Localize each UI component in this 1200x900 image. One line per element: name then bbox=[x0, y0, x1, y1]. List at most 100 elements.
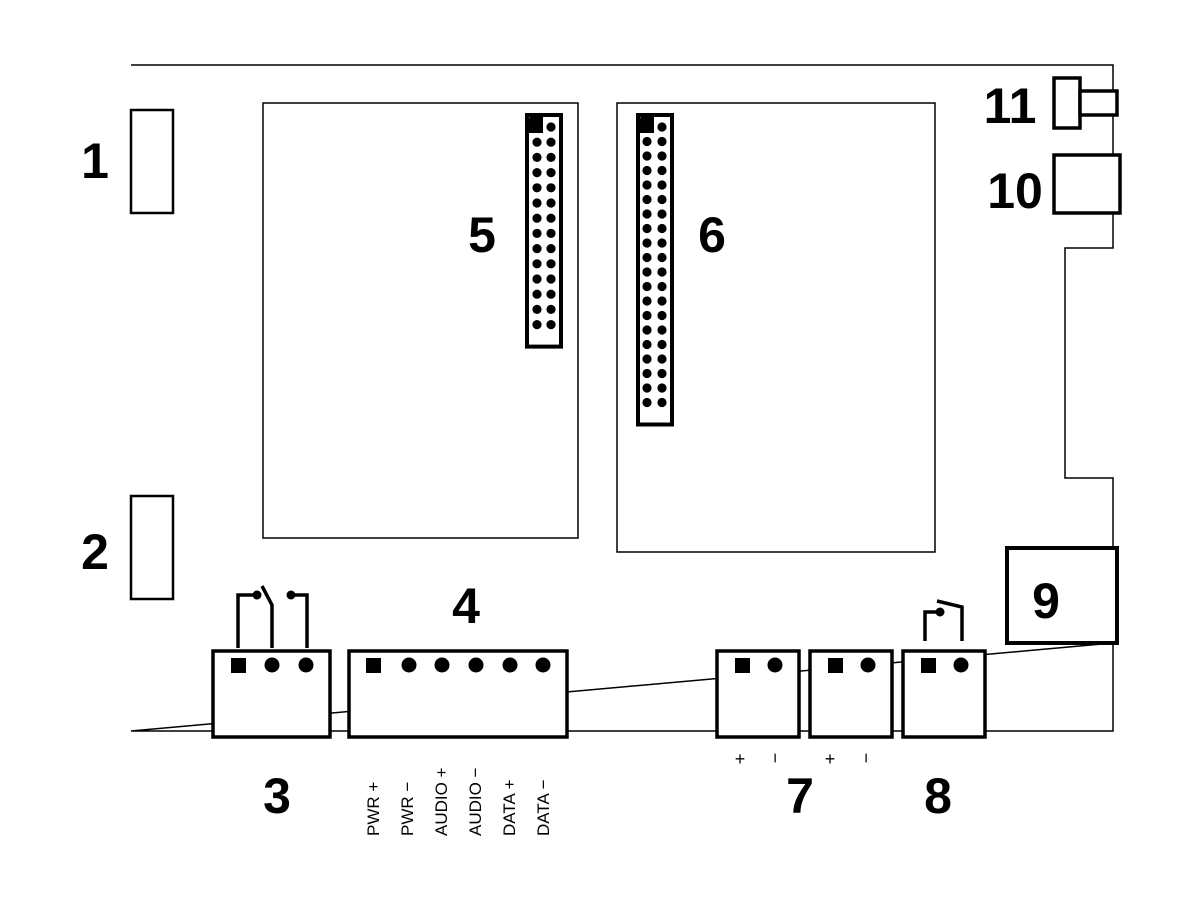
sign-7b-minus: − bbox=[856, 753, 876, 764]
callout-9: 9 bbox=[1032, 573, 1060, 629]
pin-1-marker bbox=[527, 115, 543, 133]
header-pin bbox=[546, 244, 556, 254]
header-pin bbox=[657, 296, 667, 306]
header-pin bbox=[546, 198, 556, 208]
header-pin bbox=[546, 228, 556, 238]
header-pin bbox=[532, 198, 542, 208]
header-pin bbox=[532, 213, 542, 223]
header-pin bbox=[532, 152, 542, 162]
header-pin bbox=[642, 252, 652, 263]
pin-1-marker bbox=[638, 115, 654, 133]
relay-symbol-8 bbox=[923, 599, 964, 641]
header-pin bbox=[642, 180, 652, 190]
pin-1-square bbox=[366, 658, 381, 673]
header-pin bbox=[546, 289, 556, 299]
connector-7b bbox=[808, 649, 894, 739]
header-pin bbox=[642, 238, 652, 248]
header-pin bbox=[657, 151, 667, 161]
header-pin bbox=[546, 152, 556, 162]
header-pin bbox=[657, 383, 667, 393]
header-pin bbox=[532, 289, 542, 299]
module-board-left bbox=[262, 102, 579, 539]
header-pin bbox=[657, 339, 667, 350]
header-pin bbox=[642, 194, 652, 205]
switch-11-lever bbox=[1078, 89, 1119, 117]
header-pin bbox=[532, 259, 542, 269]
connector-3 bbox=[211, 649, 332, 739]
header-pin bbox=[546, 168, 556, 178]
header-pin bbox=[642, 165, 652, 176]
pin-label-pwr-plus: PWR + bbox=[364, 782, 383, 836]
header-pin bbox=[657, 267, 667, 277]
header-pin bbox=[546, 122, 556, 132]
component-9 bbox=[1005, 546, 1119, 645]
header-pin bbox=[532, 168, 542, 178]
header-pin bbox=[642, 296, 652, 306]
pin-header-5 bbox=[525, 113, 563, 349]
header-pin bbox=[546, 304, 556, 314]
header-pin bbox=[546, 183, 556, 193]
header-pin bbox=[657, 325, 667, 335]
pin bbox=[535, 657, 551, 673]
connector-4-pin-labels: PWR + PWR − AUDIO + AUDIO − DATA + DATA … bbox=[364, 767, 553, 836]
header-pin bbox=[532, 183, 542, 193]
connector-2 bbox=[129, 494, 175, 601]
callout-7: 7 bbox=[786, 768, 814, 824]
header-pin bbox=[657, 368, 667, 379]
callout-5: 5 bbox=[468, 207, 496, 263]
header-pin bbox=[642, 368, 652, 379]
callout-2: 2 bbox=[81, 524, 109, 580]
header-pin bbox=[546, 320, 556, 330]
relay-symbol-3 bbox=[236, 585, 309, 648]
pin bbox=[502, 657, 518, 673]
pin bbox=[264, 657, 280, 673]
header-pin bbox=[642, 383, 652, 393]
sign-7b-plus: + bbox=[825, 749, 836, 769]
header-pin bbox=[642, 339, 652, 350]
pin bbox=[468, 657, 484, 673]
connector-4 bbox=[347, 649, 569, 739]
header-pin bbox=[657, 209, 667, 219]
header-pin bbox=[532, 320, 542, 330]
header-pin bbox=[532, 137, 542, 147]
sign-7a-plus: + bbox=[735, 749, 746, 769]
header-pin bbox=[657, 223, 667, 234]
callout-6: 6 bbox=[698, 207, 726, 263]
header-pin bbox=[642, 136, 652, 147]
switch-11-body bbox=[1052, 76, 1082, 130]
header-pin bbox=[532, 228, 542, 238]
pin-label-audio-plus: AUDIO + bbox=[432, 767, 451, 836]
pin bbox=[434, 657, 450, 673]
header-pin bbox=[657, 122, 667, 132]
callout-11: 11 bbox=[984, 78, 1037, 134]
pin-1-square bbox=[231, 658, 246, 673]
pin-label-pwr-minus: PWR − bbox=[398, 782, 417, 836]
pin-label-audio-minus: AUDIO − bbox=[466, 767, 485, 836]
header-pin bbox=[642, 267, 652, 277]
callout-10: 10 bbox=[987, 163, 1043, 219]
callout-3: 3 bbox=[263, 768, 291, 824]
pin bbox=[298, 657, 314, 673]
header-pin bbox=[546, 137, 556, 147]
header-pin bbox=[657, 281, 667, 292]
jack-10 bbox=[1052, 153, 1122, 215]
header-pin bbox=[657, 354, 667, 364]
header-frame bbox=[525, 113, 563, 349]
header-pin bbox=[642, 151, 652, 161]
header-pin bbox=[642, 310, 652, 321]
header-pin bbox=[657, 252, 667, 263]
connector-1 bbox=[129, 108, 175, 215]
callout-1: 1 bbox=[81, 133, 109, 189]
sign-7a-minus: − bbox=[765, 753, 785, 764]
header-pin bbox=[657, 397, 667, 408]
callout-8: 8 bbox=[924, 768, 952, 824]
header-pin bbox=[642, 223, 652, 234]
pin-label-data-plus: DATA + bbox=[500, 779, 519, 836]
header-pin bbox=[532, 274, 542, 284]
header-pin bbox=[642, 209, 652, 219]
header-pin bbox=[532, 244, 542, 254]
connector-7a bbox=[715, 649, 801, 739]
board-outline bbox=[130, 64, 1114, 732]
header-pin bbox=[657, 194, 667, 205]
